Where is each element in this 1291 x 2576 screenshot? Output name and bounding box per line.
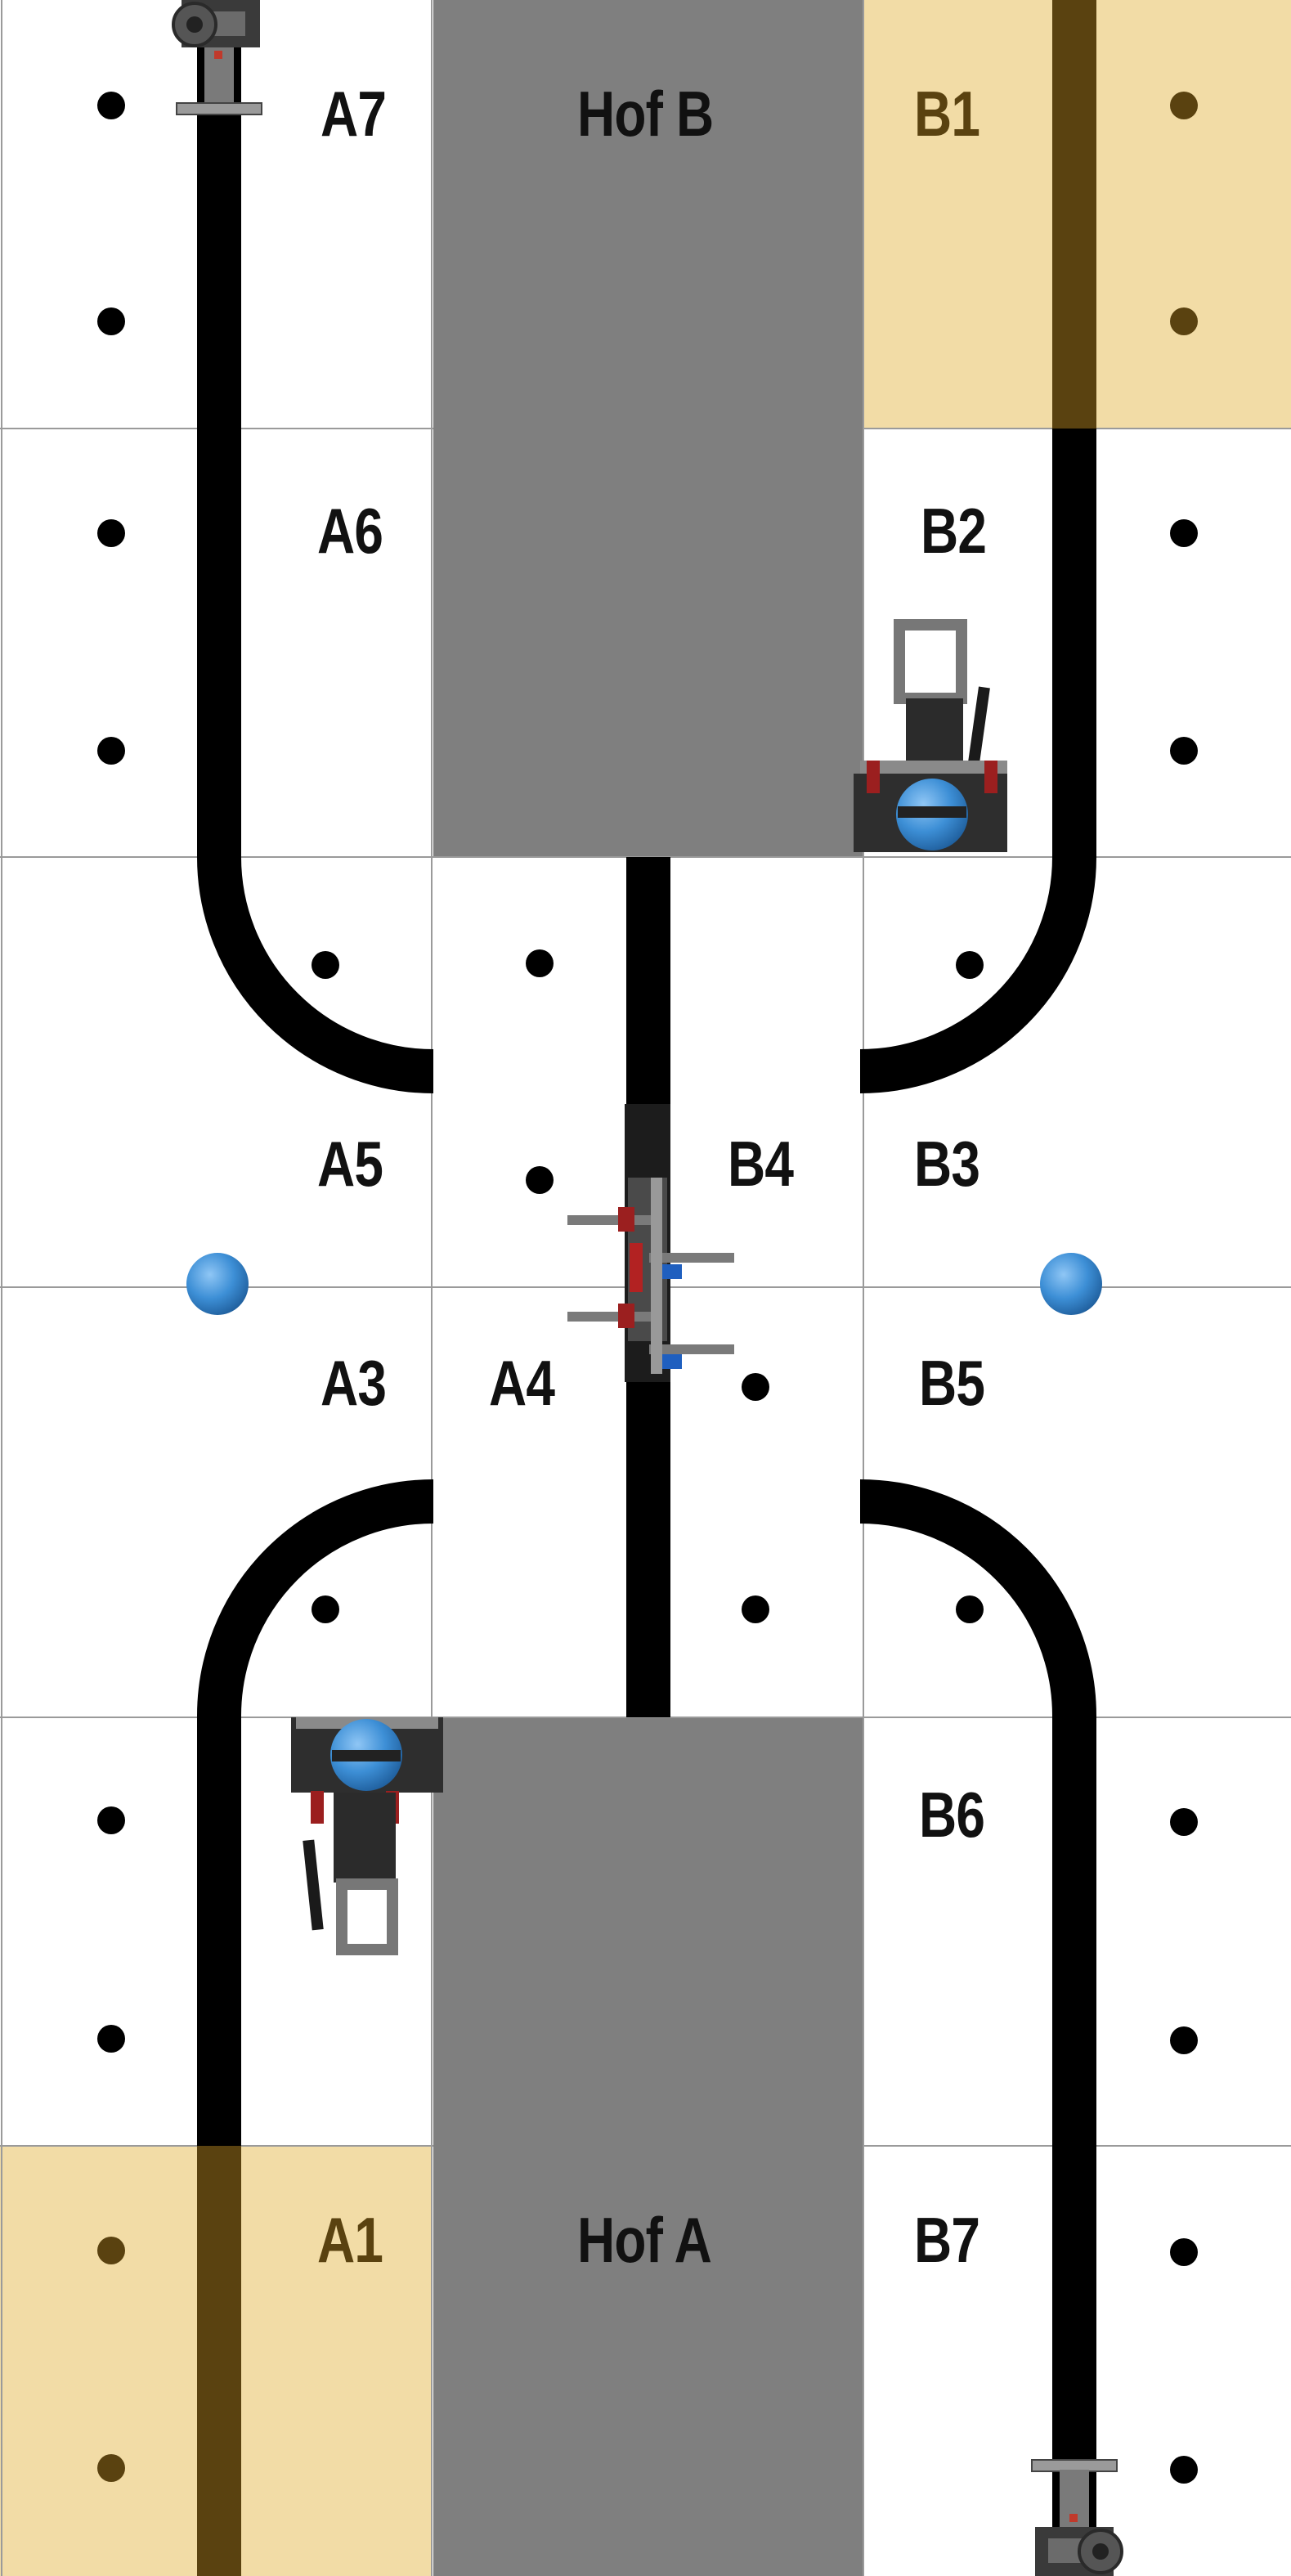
ball-left [186, 1253, 249, 1315]
track-right-lower [859, 1479, 1096, 2576]
zone-label-b5: B5 [919, 1347, 985, 1419]
robot-a-bottom [291, 1717, 443, 1955]
zone-label-a7: A7 [321, 78, 387, 150]
zone-label-b7: B7 [914, 2204, 980, 2276]
zone-label-hof-a: Hof A [577, 2204, 712, 2276]
robot-bottom-right [1031, 2459, 1123, 2576]
start-line-a1 [197, 2146, 241, 2576]
robot-b2 [854, 619, 1007, 852]
track-left-lower [197, 1479, 434, 2146]
zone-label-b6: B6 [919, 1779, 985, 1851]
brown-dot-markers [97, 92, 1198, 2482]
zone-label-a6: A6 [317, 495, 383, 567]
hof-b-area [433, 0, 863, 857]
zone-label-hof-b: Hof B [577, 78, 714, 150]
zone-label-b2: B2 [921, 495, 987, 567]
zone-label-b4: B4 [728, 1128, 794, 1200]
zone-label-a5: A5 [317, 1128, 383, 1200]
zone-label-a4: A4 [489, 1347, 555, 1419]
zone-label-a3: A3 [321, 1347, 387, 1419]
dot-markers [97, 92, 1198, 2484]
robot-center [567, 1104, 734, 1382]
zone-label-b3: B3 [914, 1128, 980, 1200]
hof-a-area [433, 1717, 863, 2576]
zone-label-a1: A1 [317, 2204, 383, 2276]
ball-right [1040, 1253, 1102, 1315]
start-line-b1 [1052, 0, 1096, 429]
robot-top-left [172, 0, 262, 115]
zone-label-b1: B1 [914, 78, 980, 150]
track-right-upper [859, 429, 1096, 1093]
track-left-upper [197, 0, 434, 1093]
